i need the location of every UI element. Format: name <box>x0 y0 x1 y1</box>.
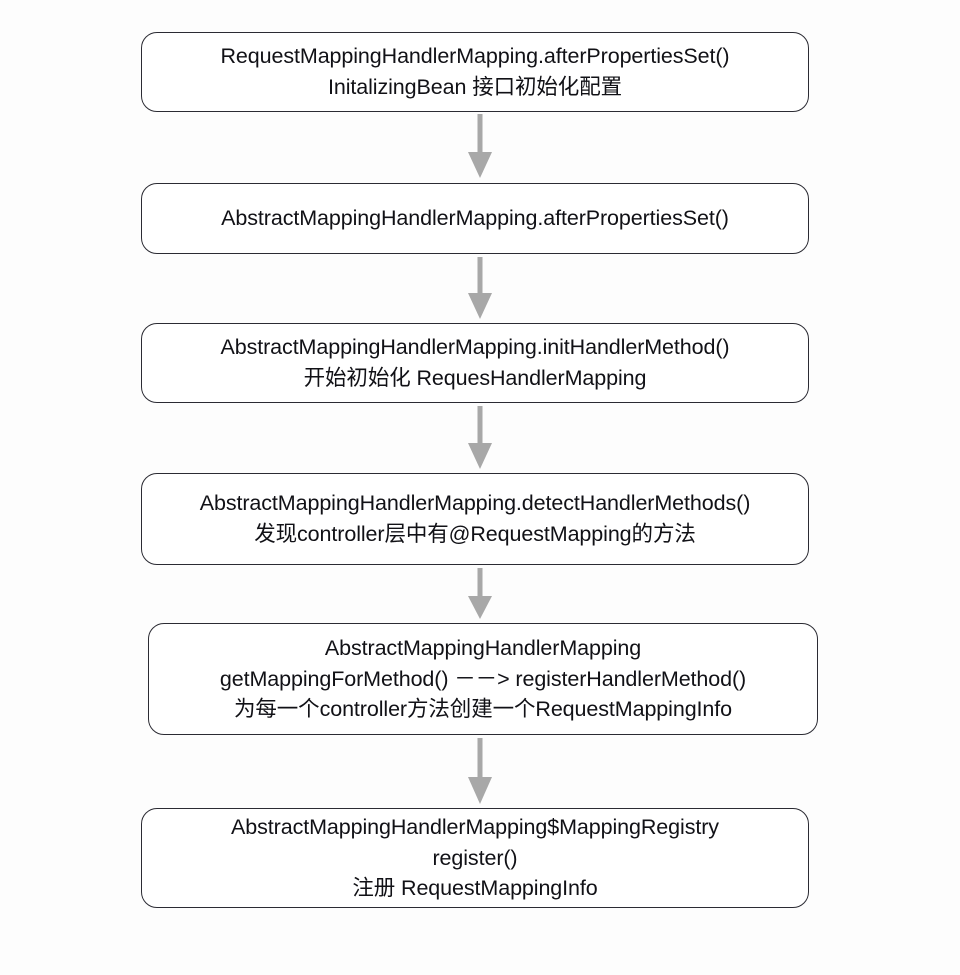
flow-node-get-mapping-for-method-register-handler-method: AbstractMappingHandlerMapping getMapping… <box>148 623 818 735</box>
flow-node-line: AbstractMappingHandlerMapping.initHandle… <box>220 335 730 360</box>
flow-arrow-down-icon <box>463 406 497 471</box>
flow-node-line: InitalizingBean 接口初始化配置 <box>327 75 623 99</box>
flow-node-line: 为每一个controller方法创建一个RequestMappingInfo <box>233 697 733 722</box>
flow-node-line: 注册 RequestMappingInfo <box>352 876 598 901</box>
flow-node-line: AbstractMappingHandlerMapping$MappingReg… <box>231 815 719 840</box>
flow-node-line: AbstractMappingHandlerMapping <box>324 636 642 661</box>
flow-arrow-down-icon <box>463 114 497 180</box>
flow-node-abstract-mapping-handler-mapping-after-properties-set: AbstractMappingHandlerMapping.afterPrope… <box>141 183 809 254</box>
flow-node-abstract-mapping-handler-mapping-detect-handler-methods: AbstractMappingHandlerMapping.detectHand… <box>141 473 809 565</box>
flow-node-line: 发现controller层中有@RequestMapping的方法 <box>254 522 696 546</box>
flow-arrow-down-icon <box>463 257 497 321</box>
flow-node-line: AbstractMappingHandlerMapping.afterPrope… <box>221 206 729 231</box>
flow-node-line: AbstractMappingHandlerMapping.detectHand… <box>199 491 751 516</box>
flow-node-line: register() <box>432 845 518 870</box>
flow-node-line: getMappingForMethod() －－> registerHandle… <box>219 666 747 691</box>
flow-node-line: 开始初始化 RequesHandlerMapping <box>303 366 647 390</box>
flow-arrow-down-icon <box>463 738 497 806</box>
flow-arrow-down-icon <box>463 568 497 621</box>
flow-node-mapping-registry-register: AbstractMappingHandlerMapping$MappingReg… <box>141 808 809 908</box>
flow-node-line: RequestMappingHandlerMapping.afterProper… <box>220 44 730 69</box>
flow-node-abstract-mapping-handler-mapping-init-handler-method: AbstractMappingHandlerMapping.initHandle… <box>141 323 809 403</box>
flow-node-request-mapping-handler-mapping-after-properties-set: RequestMappingHandlerMapping.afterProper… <box>141 32 809 112</box>
